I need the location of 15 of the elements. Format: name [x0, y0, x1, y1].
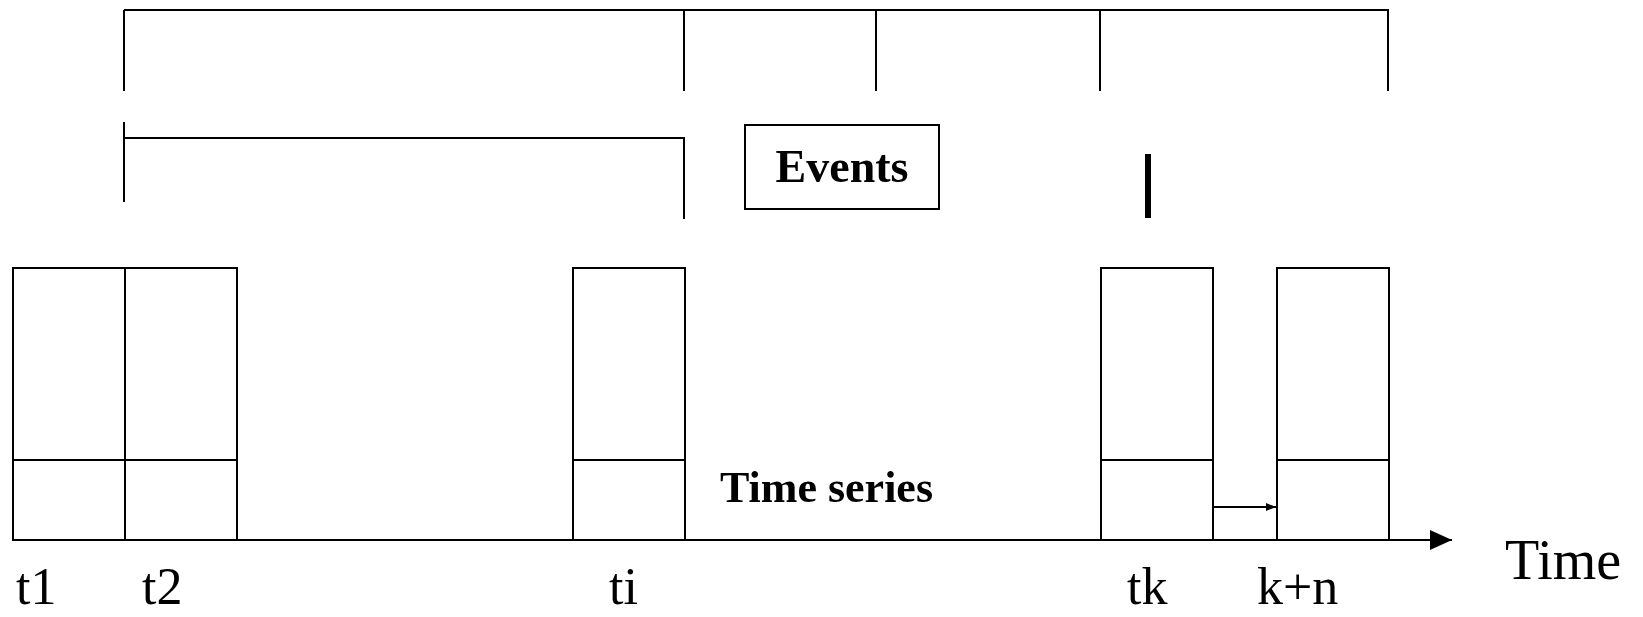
window-box	[1100, 267, 1214, 541]
time-label: t2	[142, 561, 183, 613]
window-box	[124, 267, 238, 541]
window-box	[1276, 267, 1390, 541]
series-label: Time series	[720, 466, 934, 510]
window-box	[572, 267, 686, 541]
axis-label: Time	[1505, 532, 1622, 588]
time-label: ti	[609, 561, 638, 613]
time-label: k+n	[1257, 561, 1339, 613]
box-title: Events	[775, 144, 909, 190]
window-box	[12, 267, 126, 541]
label-box	[744, 124, 940, 210]
time-label: tk	[1127, 561, 1168, 613]
time-label: t1	[16, 561, 57, 613]
arrow	[1213, 503, 1277, 511]
